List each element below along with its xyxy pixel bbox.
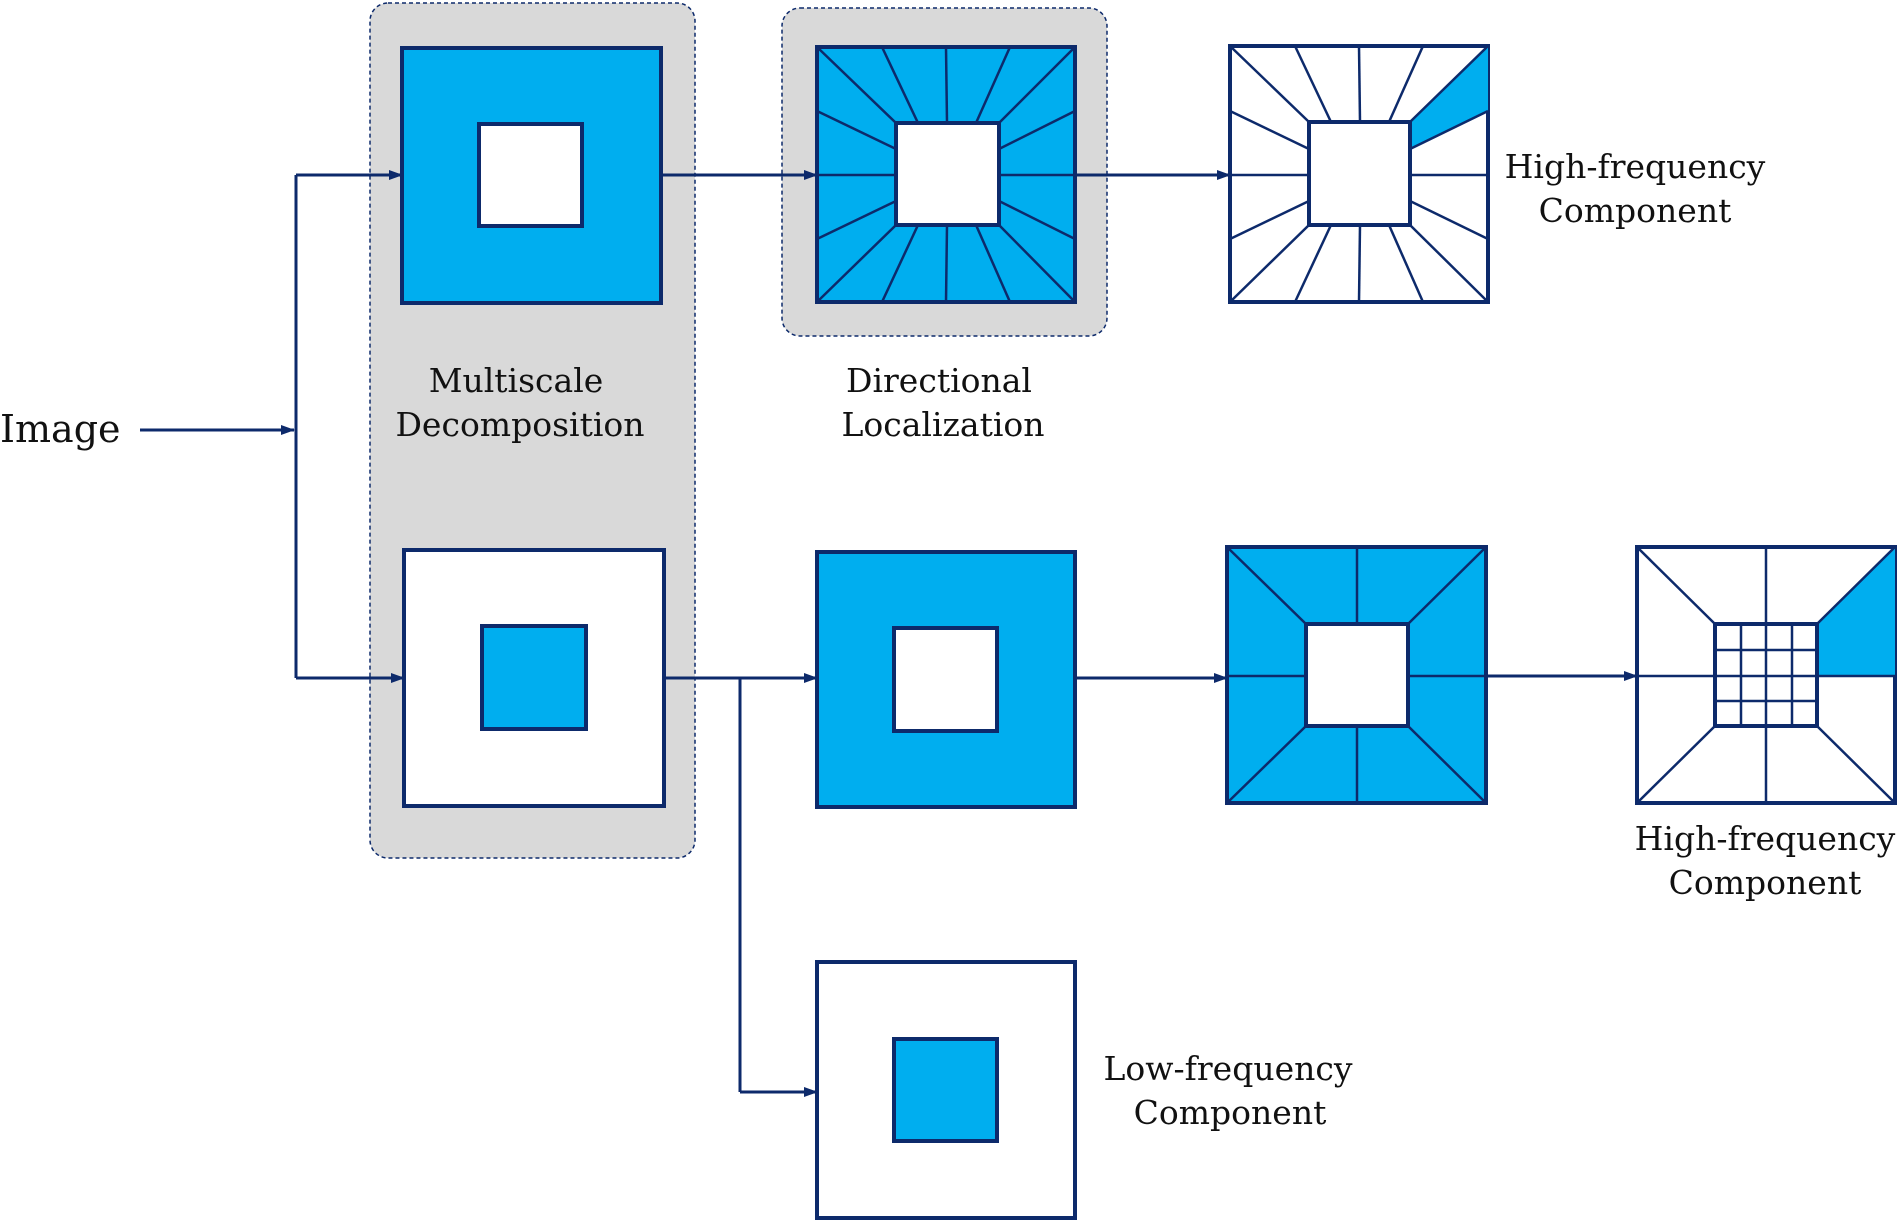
multiscale-lowpass-square xyxy=(402,548,666,808)
highfreq-bottom-label-line2: Component xyxy=(1669,863,1862,902)
directional-label-line2: Localization xyxy=(841,405,1044,444)
highfreq-top-label-line2: Component xyxy=(1539,191,1732,230)
multiscale-bandpass-square xyxy=(400,46,663,305)
lowfreq-label-line1: Low-frequency xyxy=(1104,1049,1353,1088)
second-level-bandpass-square xyxy=(815,550,1077,809)
directional-label-line1: Directional xyxy=(846,361,1032,400)
highfreq-wedge-square-bottom xyxy=(1635,545,1897,805)
highfreq-top-label-line1: High-frequency xyxy=(1505,147,1766,186)
highfreq-bottom-label-line1: High-frequency xyxy=(1635,819,1896,858)
image-label: Image xyxy=(0,407,121,451)
second-level-directional-square xyxy=(1225,545,1488,805)
connectors xyxy=(140,170,1638,1097)
directional-wedge-square xyxy=(815,45,1077,304)
multiscale-label-line2: Decomposition xyxy=(395,405,644,444)
lowfreq-square xyxy=(815,960,1077,1220)
highfreq-wedge-square-top xyxy=(1228,44,1490,304)
lowfreq-label-line2: Component xyxy=(1134,1093,1327,1132)
multiscale-label-line1: Multiscale xyxy=(429,361,604,400)
